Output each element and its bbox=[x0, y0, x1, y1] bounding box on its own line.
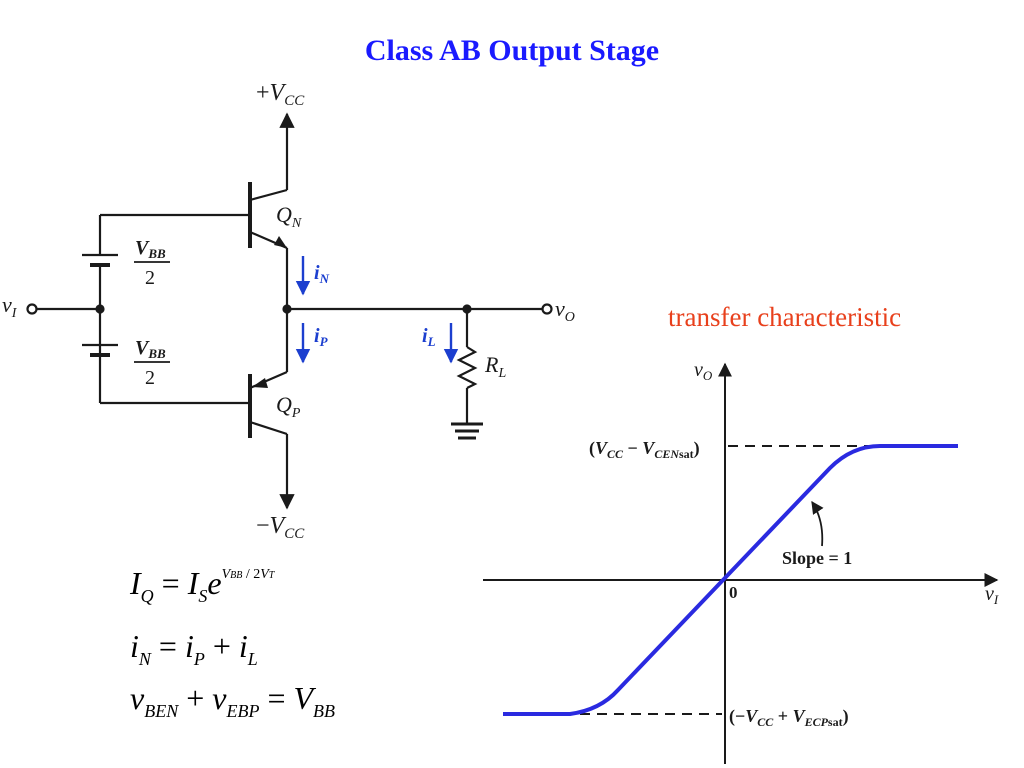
ip-label: iP bbox=[314, 325, 329, 349]
circuit-schematic bbox=[26, 112, 553, 510]
vo-label: vO bbox=[555, 296, 575, 325]
qp-label: QP bbox=[276, 392, 301, 421]
output-terminal bbox=[541, 303, 553, 315]
rl-label: RL bbox=[484, 352, 506, 381]
svg-text:2: 2 bbox=[145, 267, 155, 289]
equation-iq: IQ = ISeVBB / 2VT bbox=[130, 565, 275, 606]
vo-axis-label: vO bbox=[694, 359, 713, 383]
lower-saturation-label: (−VCC + VECPsat) bbox=[729, 706, 849, 729]
vbb-half-top-label: VBB 2 bbox=[134, 237, 170, 289]
input-terminal bbox=[26, 303, 38, 315]
upper-saturation-label: (VCC − VCENsat) bbox=[589, 438, 700, 461]
slope-pointer bbox=[811, 500, 824, 547]
qn-label: QN bbox=[276, 202, 302, 231]
svg-text:VBB: VBB bbox=[135, 337, 166, 361]
vi-axis-label: vI bbox=[985, 583, 999, 607]
battery-top bbox=[82, 253, 118, 267]
transfer-characteristic-label: transfer characteristic bbox=[668, 302, 902, 332]
il-label: iL bbox=[422, 325, 436, 349]
ground-symbol bbox=[451, 422, 483, 440]
vcc-plus-label: +VCC bbox=[256, 80, 305, 109]
equation-vbb: vBEN + vEBP = VBB bbox=[130, 680, 336, 721]
page-title: Class AB Output Stage bbox=[364, 34, 660, 67]
in-label: iN bbox=[314, 262, 330, 286]
vcc-minus-label: −VCC bbox=[256, 513, 305, 542]
vi-label: vI bbox=[2, 292, 18, 321]
slope-label: Slope = 1 bbox=[782, 548, 852, 568]
svg-text:2: 2 bbox=[145, 367, 155, 389]
vbb-half-bottom-label: VBB 2 bbox=[134, 337, 170, 389]
svg-text:VBB: VBB bbox=[135, 237, 166, 261]
origin-label: 0 bbox=[729, 583, 738, 602]
equation-current-sum: iN = iP + iL bbox=[130, 628, 258, 669]
transfer-curve bbox=[503, 444, 958, 716]
load-resistor bbox=[456, 346, 478, 389]
qp-transistor bbox=[248, 370, 288, 438]
transfer-graph: vO vI 0 (VCC − VCENsat) (−VCC + VECPsat)… bbox=[483, 359, 999, 764]
